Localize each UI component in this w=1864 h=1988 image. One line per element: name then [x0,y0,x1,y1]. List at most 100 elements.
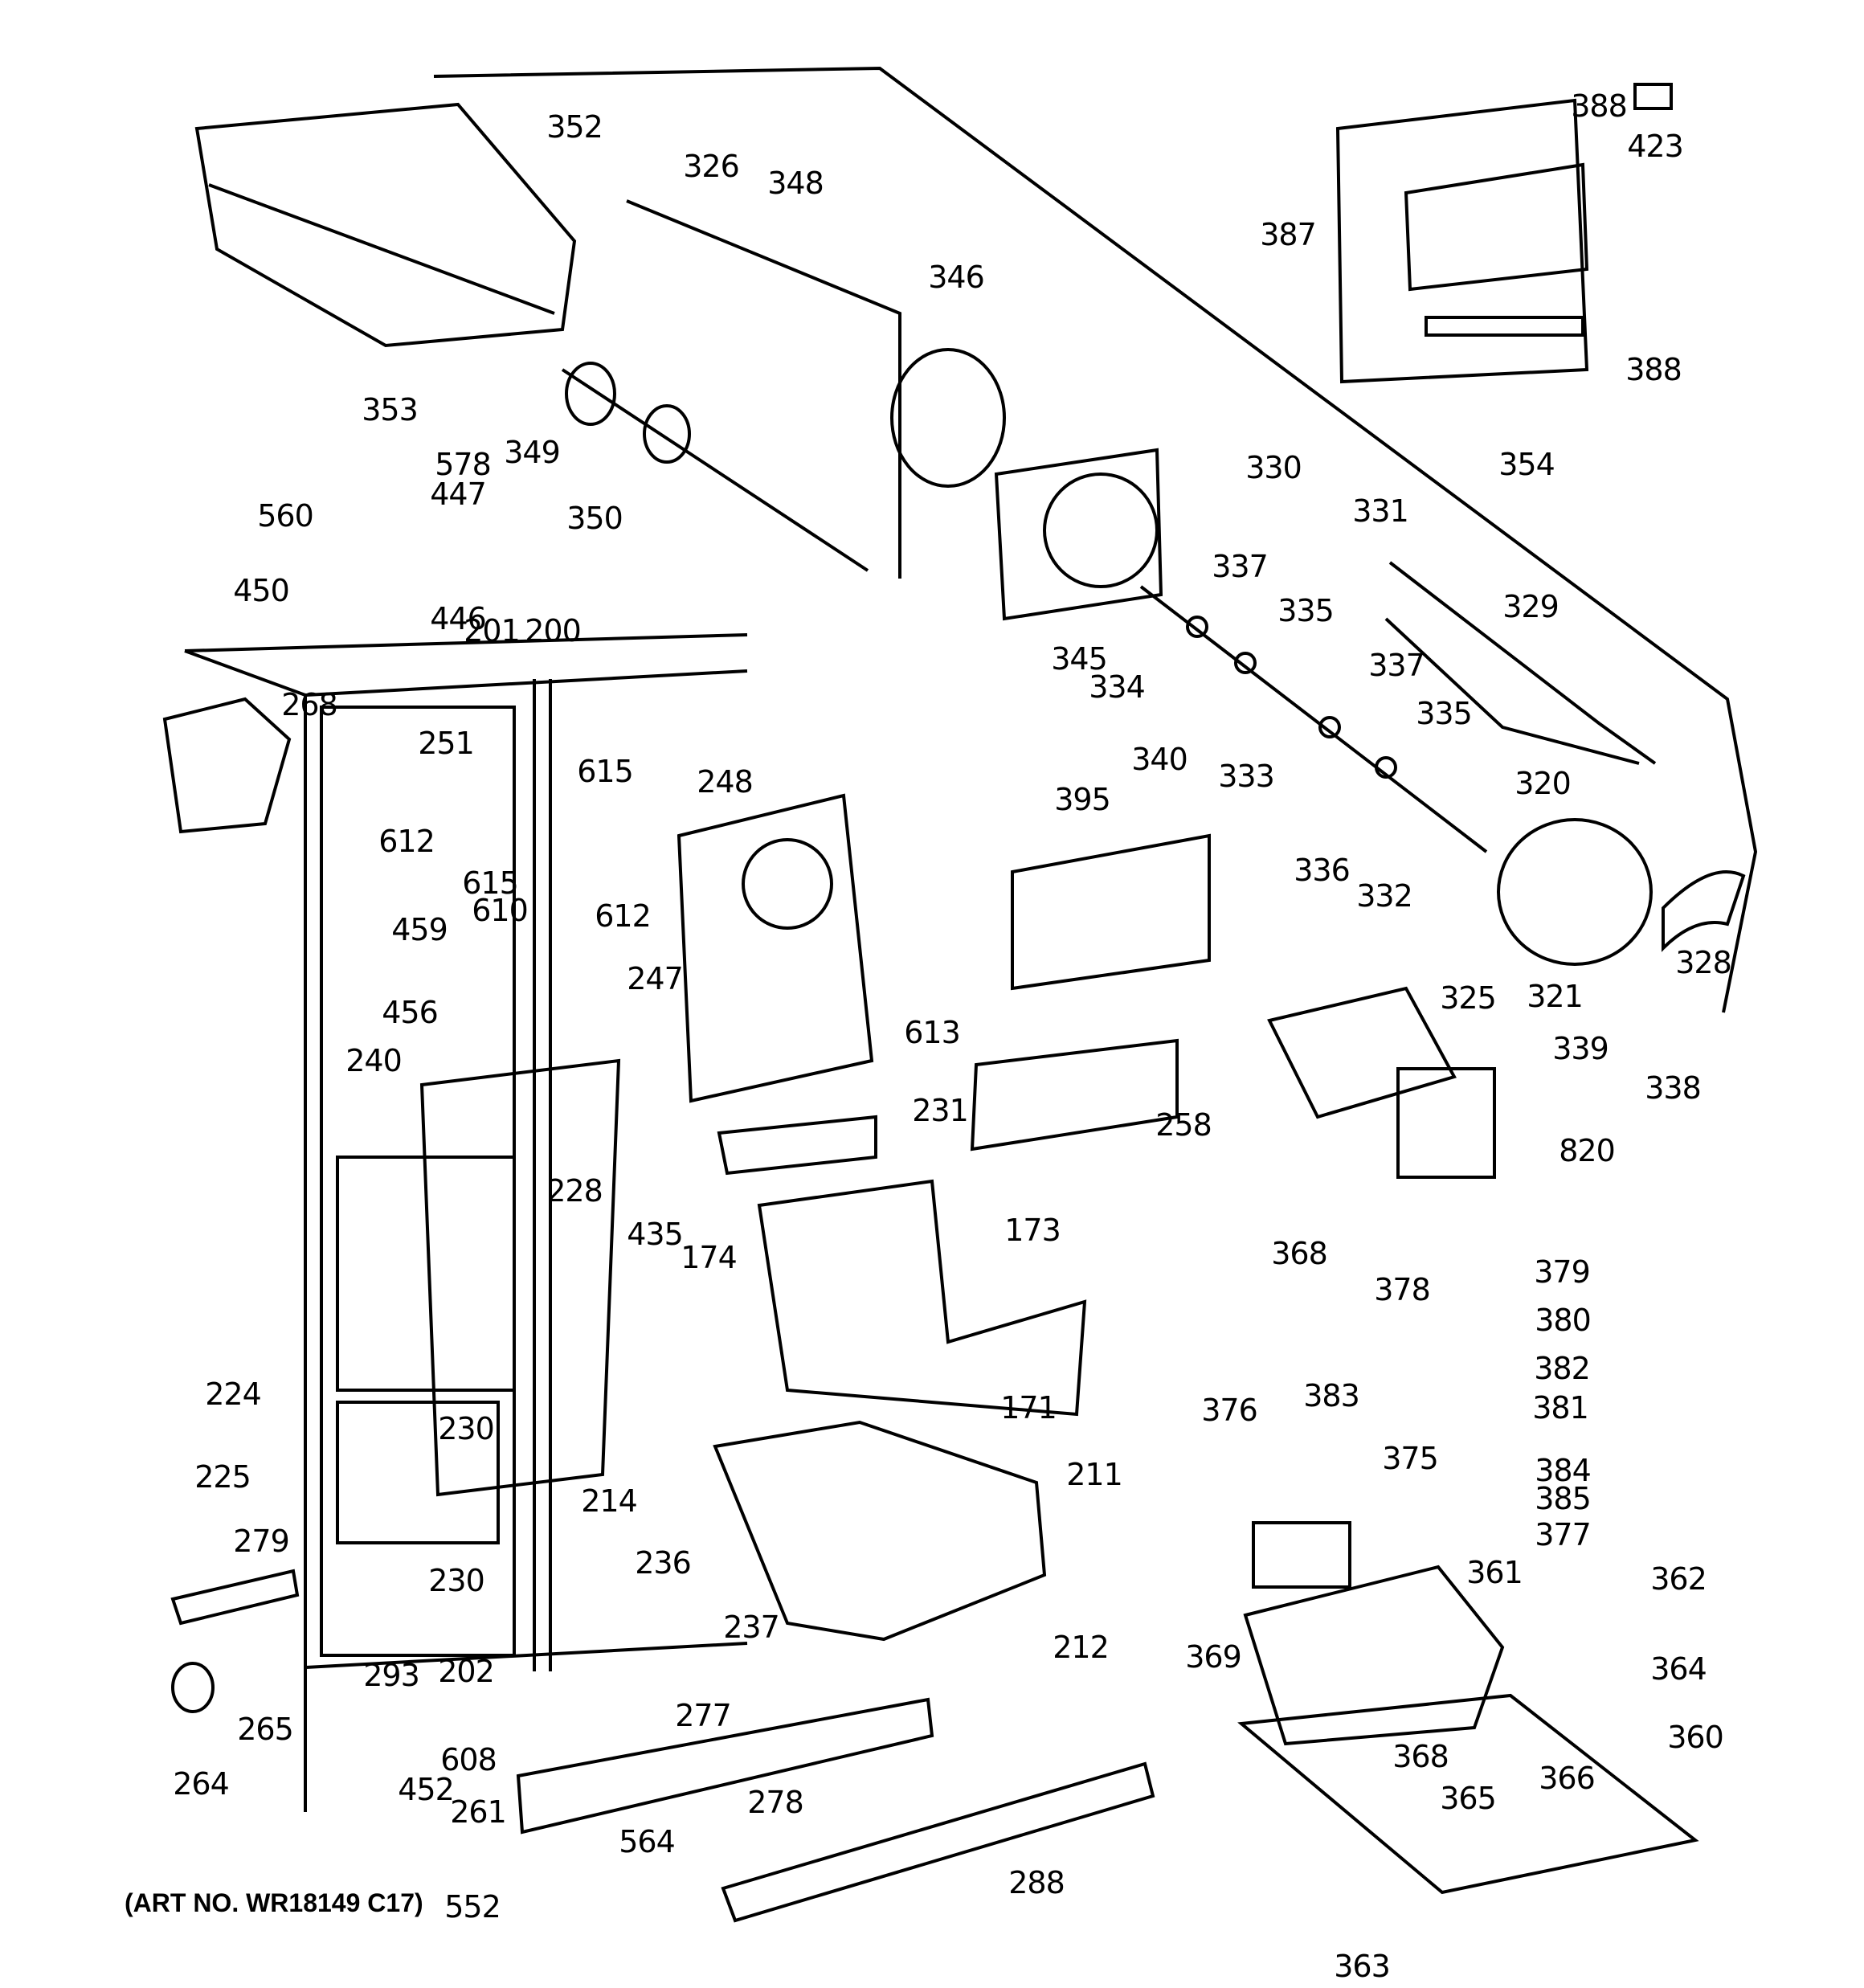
evaporator [336,1058,621,1544]
callout-label-334: 334 [1089,669,1146,705]
callout-label-369: 369 [1185,1639,1242,1675]
callout-label-608: 608 [440,1742,497,1777]
callout-label-279: 279 [233,1524,290,1559]
callout-label-610: 610 [472,893,529,928]
callout-label-174: 174 [681,1240,738,1275]
callout-label-387: 387 [1260,217,1317,252]
callout-label-352: 352 [546,109,603,145]
callout-label-200: 200 [525,613,582,648]
callout-label-376: 376 [1201,1393,1258,1428]
callout-label-228: 228 [546,1173,603,1209]
callout-label-268: 268 [281,687,338,722]
bottom-parts [170,1569,1155,1923]
inset-268 [162,697,292,834]
callout-label-230: 230 [438,1411,495,1446]
callout-label-820: 820 [1559,1133,1616,1168]
callout-label-339: 339 [1552,1031,1609,1066]
callout-label-331: 331 [1352,493,1409,529]
callout-label-211: 211 [1066,1457,1123,1492]
ice-bucket [194,102,577,348]
callout-label-345: 345 [1051,641,1108,677]
callout-label-388: 388 [1625,352,1682,387]
callout-label-332: 332 [1356,878,1413,914]
callout-label-261: 261 [450,1794,507,1830]
ice-maker [970,986,1496,1179]
callout-label-293: 293 [363,1658,420,1693]
callout-label-333: 333 [1218,759,1275,794]
callout-label-349: 349 [504,435,561,470]
callout-label-212: 212 [1053,1630,1110,1665]
callout-label-336: 336 [1294,853,1351,888]
callout-label-613: 613 [904,1015,961,1050]
callout-label-380: 380 [1535,1303,1592,1338]
callout-label-326: 326 [683,149,740,184]
callout-label-346: 346 [928,260,985,295]
callout-label-353: 353 [362,392,419,427]
callout-label-361: 361 [1466,1555,1523,1590]
freezer-cabinet [184,649,748,1812]
callout-label-214: 214 [581,1483,638,1519]
callout-label-224: 224 [205,1376,262,1412]
callout-label-446: 446 [430,601,487,636]
callout-label-264: 264 [173,1766,230,1802]
callout-label-251: 251 [418,726,475,761]
art-number: (ART NO. WR18149 C17) [125,1888,423,1917]
callout-label-564: 564 [619,1824,676,1859]
callout-label-388: 388 [1571,88,1628,124]
callout-label-612: 612 [595,898,652,934]
callout-label-366: 366 [1539,1761,1596,1796]
callout-label-450: 450 [233,573,290,608]
callout-label-381: 381 [1532,1390,1589,1426]
callout-label-552: 552 [444,1889,501,1925]
callout-label-277: 277 [675,1698,732,1733]
wire-basket [757,1179,1087,1417]
callout-label-328: 328 [1675,945,1732,980]
boundary-lines [184,66,1758,1013]
callout-label-362: 362 [1650,1561,1707,1597]
drain-pan [1237,1521,1699,1895]
callout-label-325: 325 [1440,980,1497,1016]
callout-label-435: 435 [627,1217,684,1252]
callout-label-459: 459 [391,912,448,947]
callout-label-354: 354 [1498,447,1555,482]
callout-label-375: 375 [1382,1441,1439,1476]
callout-label-335: 335 [1277,593,1335,628]
callout-label-560: 560 [257,498,314,534]
callout-label-335: 335 [1416,696,1473,731]
callout-label-368: 368 [1392,1739,1449,1774]
callout-label-278: 278 [747,1785,804,1820]
callout-label-365: 365 [1440,1781,1497,1816]
callout-label-452: 452 [398,1772,455,1807]
callout-label-247: 247 [627,961,684,996]
callout-label-240: 240 [345,1043,403,1078]
callout-label-231: 231 [912,1093,969,1128]
callout-label-382: 382 [1534,1351,1591,1386]
callout-label-384: 384 [1535,1453,1592,1488]
callout-label-379: 379 [1534,1254,1591,1290]
callout-label-338: 338 [1645,1070,1702,1106]
callout-label-447: 447 [430,477,487,512]
callout-label-360: 360 [1667,1720,1724,1755]
callout-label-615: 615 [462,865,519,901]
callout-label-395: 395 [1054,782,1111,817]
callout-label-578: 578 [435,447,492,482]
callout-label-612: 612 [378,824,435,859]
ice-bin [713,1420,1047,1642]
callout-label-320: 320 [1514,766,1572,801]
callout-label-337: 337 [1212,549,1269,584]
callout-label-248: 248 [697,764,754,800]
callout-label-348: 348 [767,166,824,201]
callout-label-377: 377 [1535,1517,1592,1552]
callout-label-329: 329 [1502,589,1559,624]
callout-label-340: 340 [1131,742,1188,777]
auger-assembly [561,199,1006,579]
callout-label-288: 288 [1008,1865,1065,1900]
callout-label-350: 350 [566,501,623,536]
callout-label-378: 378 [1374,1272,1431,1307]
fan-housing [677,793,877,1176]
callout-label-363: 363 [1334,1949,1391,1984]
cam-gear-train [1139,561,1657,853]
callout-label-171: 171 [1000,1390,1057,1426]
callout-label-368: 368 [1271,1236,1328,1271]
